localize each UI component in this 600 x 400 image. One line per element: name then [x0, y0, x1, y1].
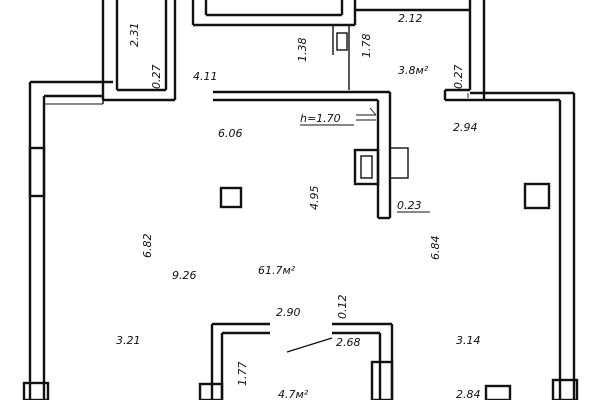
right-outer-wall	[470, 91, 579, 400]
dim-room-width: 2.90	[276, 306, 301, 319]
dim-hall-depth: 9.26	[172, 269, 197, 282]
area-main-hall: 61.7м²	[258, 264, 296, 277]
dim-right-span: 2.94	[453, 121, 478, 134]
dim-right-height: 6.84	[429, 236, 442, 261]
dim-right-bottom: 3.14	[456, 334, 481, 347]
area-bottom-room: 4.7м²	[278, 388, 309, 400]
dim-left-height: 6.82	[141, 234, 154, 259]
column-block	[353, 147, 409, 186]
dim-hall-width: 6.06	[218, 127, 243, 140]
top-center-box	[191, 0, 357, 27]
dim-left-wall-thickness: 0.27	[150, 65, 163, 90]
central-column	[219, 186, 243, 209]
dim-ceiling-height: h=1.70	[300, 112, 341, 125]
dim-shaft-height-1: 1.38	[296, 38, 309, 63]
dim-bottom-right: 2.84	[456, 388, 481, 400]
dim-left-bottom: 3.21	[116, 334, 141, 347]
left-outer-wall	[22, 80, 113, 400]
dim-partition-thickness: 0.23	[397, 199, 422, 212]
dim-room-height: 1.77	[236, 362, 249, 387]
area-small-room: 3.8м²	[398, 64, 429, 77]
dim-room-depth: 2.68	[336, 336, 361, 349]
dim-center-height: 4.95	[308, 186, 321, 211]
dim-shaft-height-2: 1.78	[360, 34, 373, 59]
shaft-box	[332, 25, 350, 90]
dim-right-wall-thickness: 0.27	[452, 65, 465, 90]
dim-room-wall-thickness: 0.12	[336, 295, 349, 320]
upper-left-niche	[101, 0, 177, 102]
bottom-room	[198, 322, 512, 400]
dim-top-right-width: 2.12	[398, 12, 423, 25]
top-right-room	[355, 0, 486, 102]
interior-partition	[213, 90, 392, 220]
dim-corridor-width: 4.11	[193, 70, 218, 83]
dim-left-upper-height: 2.31	[128, 23, 141, 48]
